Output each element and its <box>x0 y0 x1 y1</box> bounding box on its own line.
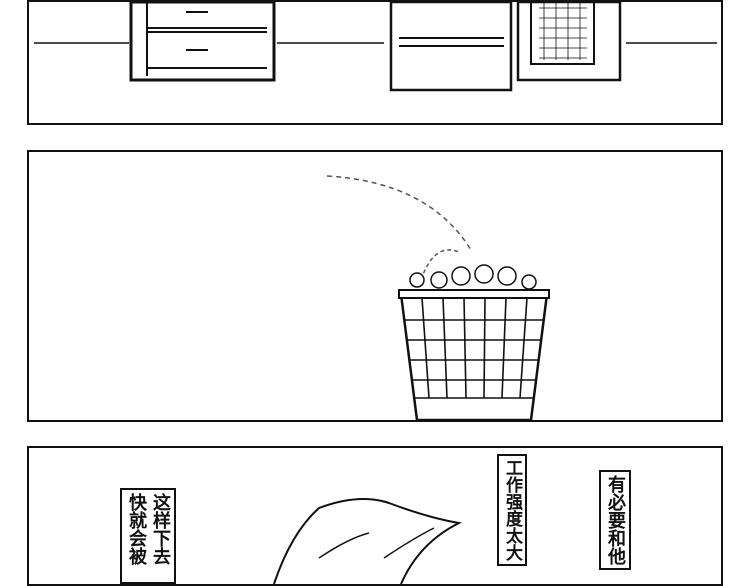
comic-panel-2 <box>27 150 723 422</box>
caption-line: 工作强度太大 <box>502 459 522 561</box>
caption-line: 快就会被 <box>126 493 147 565</box>
caption-box-right: 有必要和他 <box>599 470 631 570</box>
comic-panel-1 <box>27 0 723 125</box>
character-head-drawing <box>273 498 463 584</box>
caption-box-middle: 工作强度太大 <box>497 454 527 566</box>
comic-panel-3: 这样下去 快就会被 工作强度太大 有必要和他 <box>27 446 723 586</box>
caption-line: 这样下去 <box>150 493 171 565</box>
wastebasket-drawing <box>326 175 550 420</box>
caption-line: 有必要和他 <box>605 475 626 565</box>
room-furniture-drawing <box>34 2 717 92</box>
caption-box-left: 这样下去 快就会被 <box>120 488 176 584</box>
